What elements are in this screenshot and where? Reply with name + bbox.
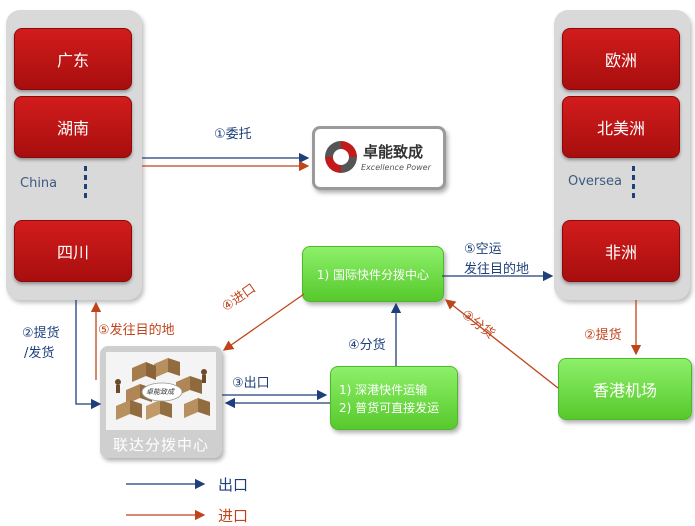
china-label: China [20, 176, 58, 191]
label-air-line2: 发往目的地 [464, 262, 530, 277]
boxes-pile-icon [106, 352, 216, 430]
hk-airport-box: 香港机场 [558, 358, 692, 420]
box-guangdong: 广东 [14, 28, 132, 90]
box-africa: 非洲 [562, 220, 680, 282]
box-north-america: 北美洲 [562, 96, 680, 158]
intl-express-center-label: 1) 国际快件分拨中心 [316, 267, 430, 282]
arrow-import-4 [222, 293, 305, 351]
label-air-line1: ⑤空运 [464, 242, 502, 257]
label-pickup-line2: /发货 [24, 346, 55, 361]
logo-name: 卓能致成 [363, 143, 424, 161]
label-ship-destination: ⑤发往目的地 [98, 323, 175, 338]
box-europe: 欧洲 [562, 28, 680, 90]
lianda-center-label: 联达分拨中心 [112, 436, 209, 454]
warehouse-sign: 卓能致成 [146, 388, 174, 396]
oversea-dots [632, 166, 635, 198]
china-dots [84, 166, 87, 198]
label-pickup-line1: ②提货 [22, 326, 60, 341]
intl-express-center: 1) 国际快件分拨中心 [302, 246, 444, 302]
hk-airport-label: 香港机场 [592, 381, 657, 400]
box-sichuan: 四川 [14, 220, 132, 282]
sz-hk-line1: 1) 深港快件运输 [339, 383, 428, 397]
logo-box: 卓能致成 Excellence Power [312, 126, 446, 190]
label-export-3: ③出口 [232, 376, 270, 391]
legend-export-label: 出口 [218, 476, 249, 494]
box-hunan: 湖南 [14, 96, 132, 158]
lianda-center-box: 卓能致成 联达分拨中心 [100, 346, 222, 458]
sz-hk-line2: 2) 普货可直接发运 [339, 401, 440, 415]
label-sort-4: ④分货 [348, 338, 386, 353]
label-entrust: ①委托 [214, 127, 252, 142]
legend-import-label: 进口 [218, 507, 249, 525]
logo-mark-icon [325, 141, 357, 173]
logo-subtitle: Excellence Power [361, 163, 431, 172]
arrow-sort-3 [444, 299, 559, 389]
label-pickup-2: ②提货 [584, 328, 622, 343]
arrow-pickup-export [75, 300, 102, 410]
sz-hk-transport-box: 1) 深港快件运输 2) 普货可直接发运 [330, 366, 458, 430]
oversea-label: Oversea [568, 174, 623, 189]
